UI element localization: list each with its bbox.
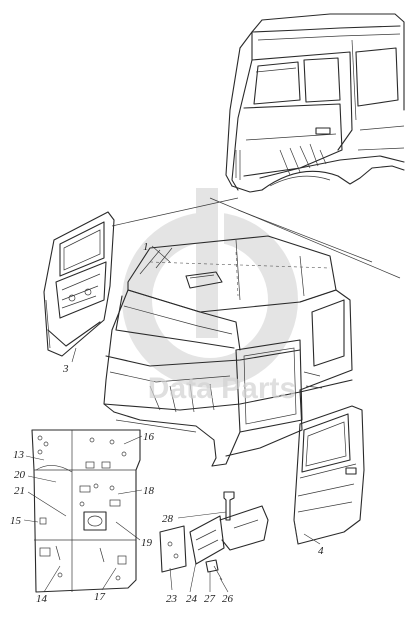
callout-15: 15 bbox=[10, 515, 22, 527]
callout-27: 27 bbox=[204, 593, 216, 605]
callout-21: 21 bbox=[14, 485, 25, 497]
right-door-part bbox=[293, 405, 365, 545]
callout-4: 4 bbox=[318, 545, 324, 557]
assembled-cab-illustration bbox=[225, 13, 405, 193]
floor-panel-part bbox=[31, 429, 141, 593]
callout-labels: 1 3 4 16 13 20 21 18 15 19 14 17 28 23 2… bbox=[10, 241, 324, 605]
callout-24: 24 bbox=[186, 593, 198, 605]
hinge-assembly-part bbox=[159, 491, 269, 581]
callout-13: 13 bbox=[13, 449, 25, 461]
callout-16: 16 bbox=[143, 431, 155, 443]
left-door-part bbox=[43, 211, 115, 357]
callout-26: 26 bbox=[222, 593, 234, 605]
callout-28: 28 bbox=[162, 513, 174, 525]
callout-1: 1 bbox=[143, 241, 149, 253]
callout-3: 3 bbox=[62, 363, 69, 375]
callout-14: 14 bbox=[36, 593, 48, 605]
cab-shell-part bbox=[103, 235, 353, 467]
leader-lines bbox=[23, 245, 321, 593]
callout-18: 18 bbox=[143, 485, 155, 497]
projection-line bbox=[111, 197, 239, 227]
watermark-text: Data Parts bbox=[148, 372, 296, 405]
projection-line bbox=[237, 209, 373, 263]
callout-23: 23 bbox=[166, 593, 178, 605]
callout-20: 20 bbox=[14, 469, 26, 481]
callout-19: 19 bbox=[141, 537, 153, 549]
callout-17: 17 bbox=[94, 591, 106, 603]
